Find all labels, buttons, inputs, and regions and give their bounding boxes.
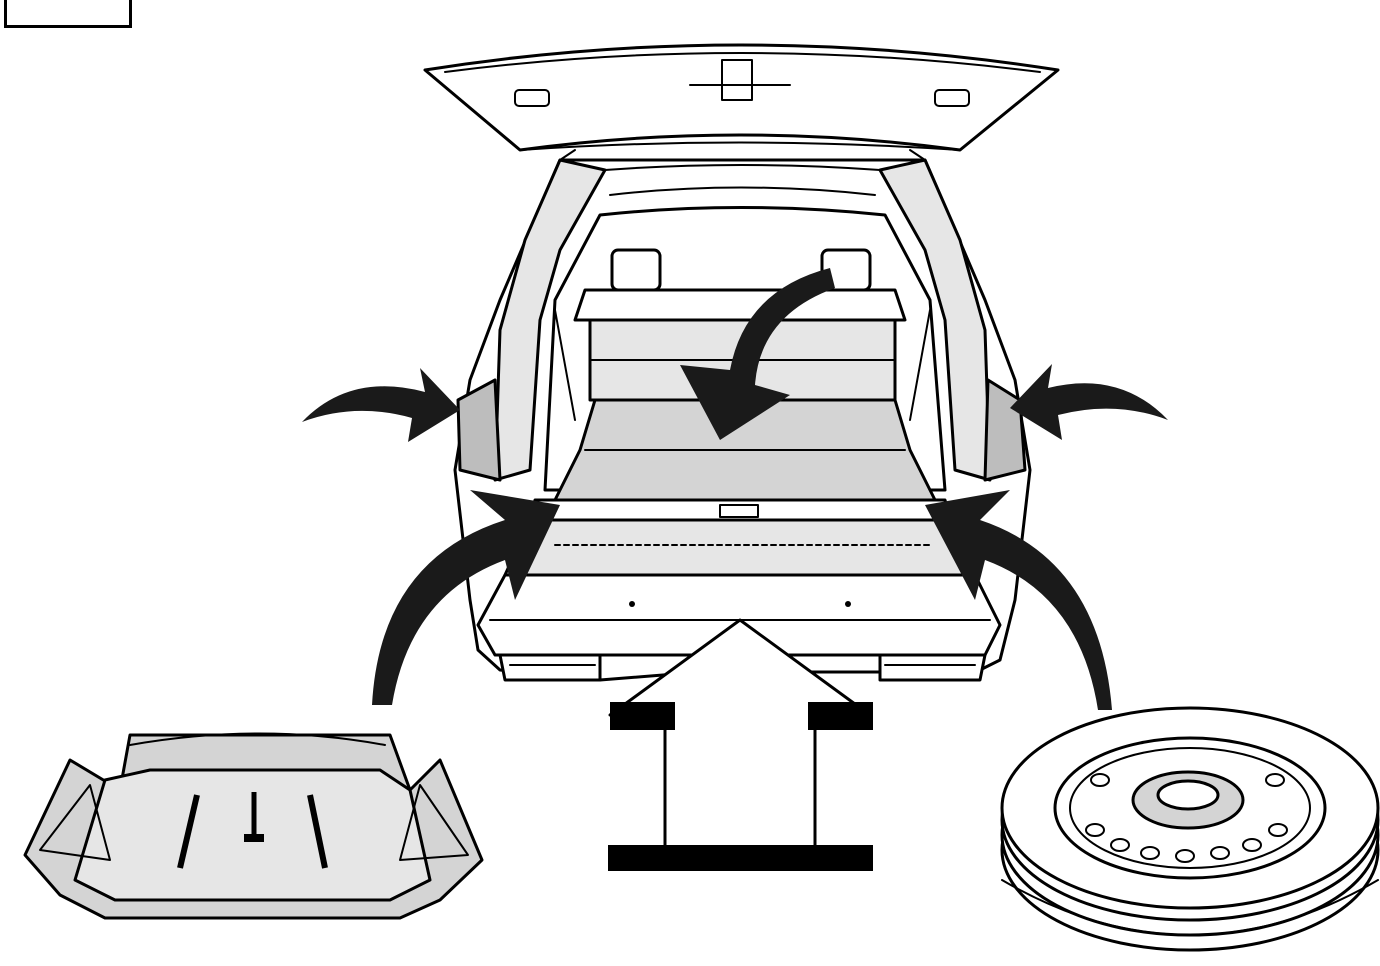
side-arrow-left bbox=[302, 368, 460, 442]
bumper-step bbox=[505, 520, 975, 575]
wheel-hub-cap bbox=[1158, 781, 1218, 809]
arrow-base bbox=[608, 845, 873, 871]
seatback-top bbox=[575, 290, 905, 320]
headrest-left bbox=[612, 250, 660, 290]
arrow-shadow-right bbox=[808, 702, 873, 730]
spare-wheel bbox=[1002, 708, 1378, 950]
bumper-dot-right bbox=[845, 601, 851, 607]
storage-tray bbox=[25, 734, 482, 919]
arrow-shadow-left bbox=[610, 702, 675, 730]
side-arrow-right bbox=[1010, 364, 1168, 440]
rear-tyre-right bbox=[880, 655, 985, 680]
rear-tyre-left bbox=[500, 655, 600, 680]
tray-bolt-head bbox=[244, 834, 264, 842]
side-panel-left bbox=[458, 380, 500, 480]
bumper-dot-left bbox=[629, 601, 635, 607]
